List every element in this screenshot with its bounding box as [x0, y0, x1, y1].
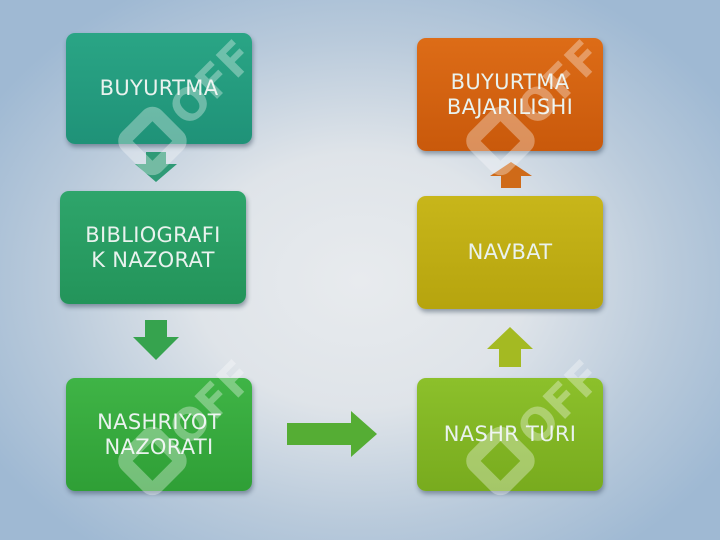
node-nashriyot-nazorati: NASHRIYOT NAZORATI [66, 378, 252, 491]
arrow-up-icon [487, 327, 533, 367]
node-nashr-turi: NASHR TURI [417, 378, 603, 491]
node-buyurtma-bajarilishi: BUYURTMA BAJARILISHI [417, 38, 603, 151]
node-buyurtma: BUYURTMA [66, 33, 252, 144]
node-bibliografik-nazorat: BIBLIOGRAFI K NAZORAT [60, 191, 246, 304]
node-navbat: NAVBAT [417, 196, 603, 309]
arrow-right-icon [287, 411, 377, 457]
arrow-down-icon [135, 152, 177, 182]
arrow-down-icon [133, 320, 179, 360]
arrow-up-icon [490, 162, 532, 188]
